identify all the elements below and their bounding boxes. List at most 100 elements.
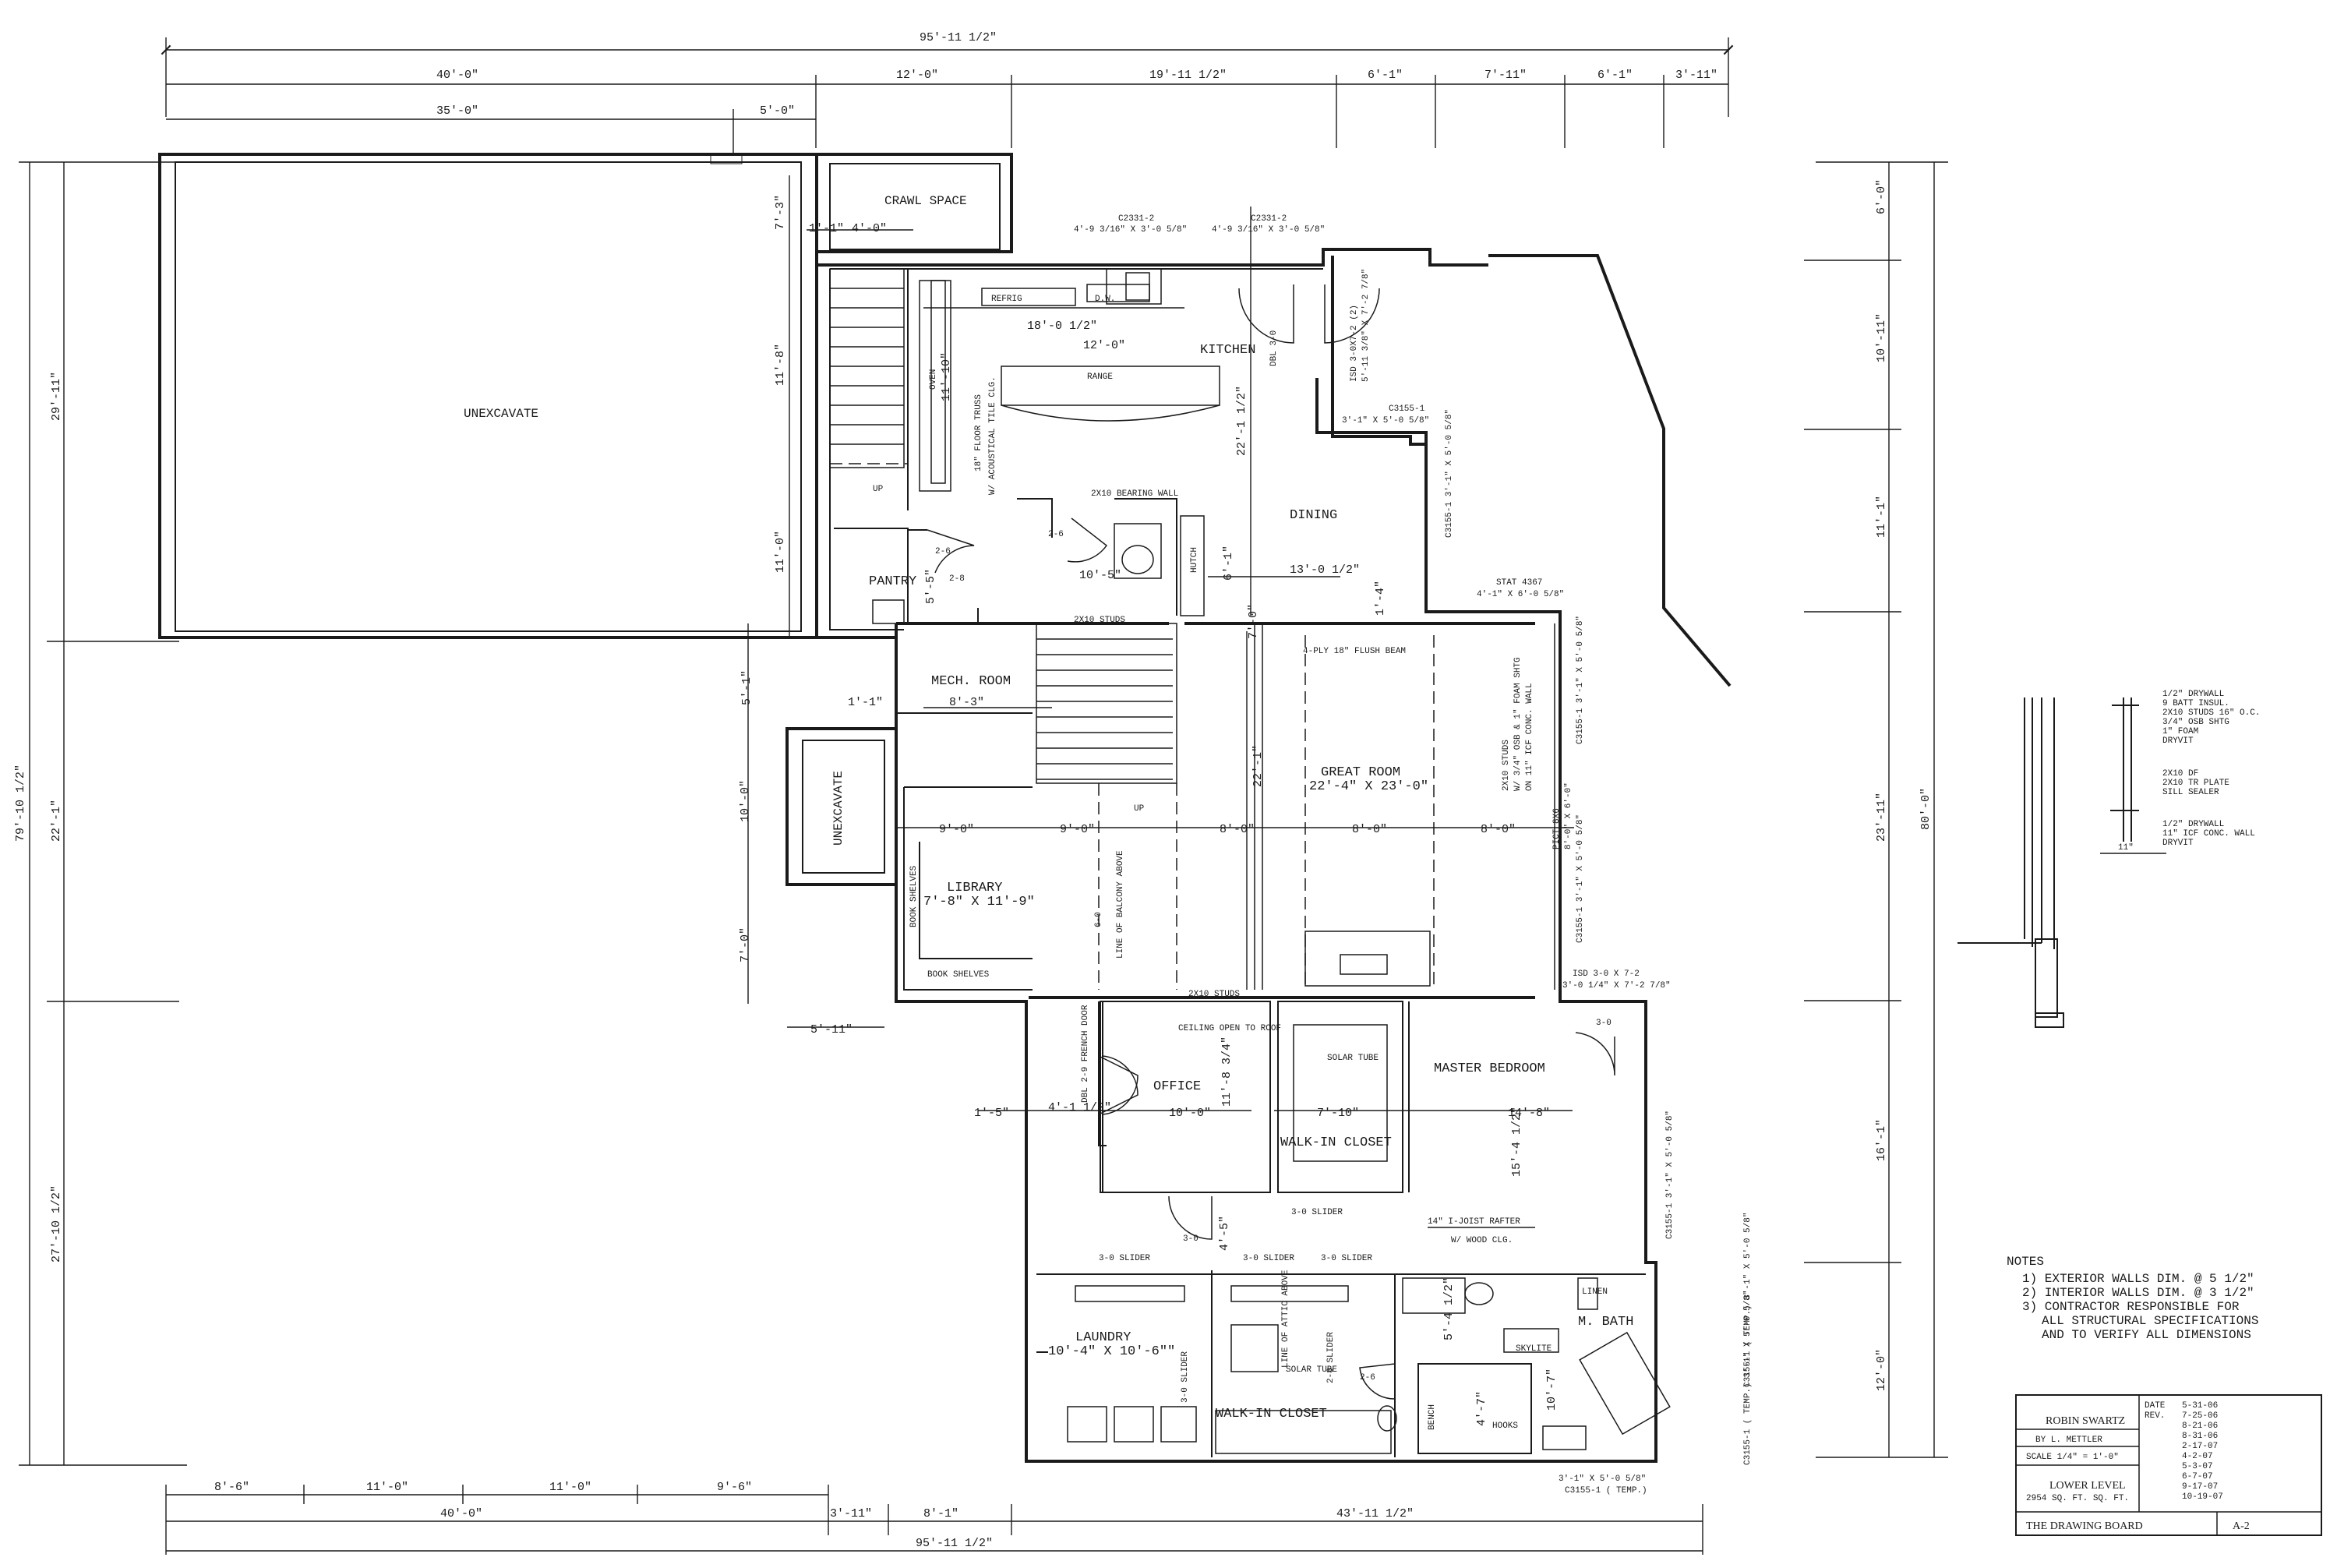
dim-7-10: 7'-10": [1317, 1107, 1359, 1120]
title-by: BY L. METTLER: [2035, 1436, 2102, 1445]
label-book-shelves-v: BOOK SHELVES: [909, 865, 919, 927]
room-laundry: LAUNDRY: [1075, 1330, 1131, 1345]
dim-12-0k: 12'-0": [1083, 339, 1125, 352]
detail-a4: 3/4" OSB SHTG: [2162, 718, 2229, 727]
dim-right-12: 12'-0": [1875, 1349, 1888, 1391]
dim-top-311: 3'-11": [1675, 69, 1717, 82]
label-dw: D.W.: [1095, 295, 1115, 304]
dim-4-0: 4'-0": [852, 222, 887, 235]
dim-10-5: 10'-5": [1079, 569, 1121, 582]
label-isd-2-size: 3'-0 1/4" X 7'-2 7/8": [1562, 981, 1671, 991]
dim-4-1: 4'-1 1/2": [1048, 1101, 1111, 1114]
label-c2331-b: C2331-2: [1251, 214, 1287, 224]
label-wall-studs: 2X10 STUDS: [1502, 740, 1511, 791]
dim-8-0c: 8'-0": [1481, 823, 1516, 836]
title-sheet: A-2: [2233, 1520, 2250, 1532]
dim-7-0v: 7'-0": [739, 927, 752, 962]
title-date-entry: 5-3-07: [2182, 1462, 2213, 1471]
detail-a6: DRYVIT: [2162, 736, 2194, 746]
label-wall-osb: W/ 3/4" OSB & 1" FOAM SHTG: [1513, 657, 1523, 791]
dim-11-8: 11'-8": [774, 344, 787, 386]
detail-b2: 2X10 TR PLATE: [2162, 779, 2229, 788]
label-joist-rafter: 14" I-JOIST RAFTER: [1428, 1217, 1520, 1227]
dim-top-19: 19'-11 1/2": [1149, 69, 1227, 82]
dim-top-12: 12'-0": [896, 69, 938, 82]
notes-item-3a: 3) CONTRACTOR RESPONSIBLE FOR: [2022, 1300, 2240, 1314]
dim-11-10: 11'-10": [940, 352, 953, 401]
dim-11-8o: 11'-8 3/4": [1220, 1037, 1234, 1107]
dim-1-4: 1'-4": [1374, 581, 1387, 616]
label-tile-clg: W/ ACOUSTICAL TILE CLG.: [988, 376, 997, 495]
label-win-r1: C3155-1 3'-1" X 5'-0 5/8": [1445, 409, 1454, 538]
label-win-r2: C3155-1 3'-1" X 5'-0 5/8": [1576, 616, 1585, 744]
label-up-2: UP: [1134, 804, 1145, 814]
label-isd-1-size: 5'-11 3/8" X 7'-2 7/8": [1361, 269, 1371, 382]
label-dbl-30: DBL 3-0: [1269, 330, 1279, 366]
walls: [158, 153, 1732, 1463]
dim-bot-11b: 11'-0": [549, 1481, 591, 1494]
room-kitchen: KITCHEN: [1200, 343, 1255, 358]
title-date-entry: 9-17-07: [2182, 1482, 2218, 1492]
title-client: ROBIN SWARTZ: [2046, 1415, 2125, 1427]
room-walk-in-closet-2: WALK-IN CLOSET: [1216, 1407, 1327, 1421]
room-mech: MECH. ROOM: [931, 674, 1011, 689]
label-slider-v: 3-0 SLIDER: [1181, 1351, 1190, 1403]
dim-right-111: 11'-1": [1875, 496, 1888, 538]
notes-item-3c: AND TO VERIFY ALL DIMENSIONS: [2042, 1328, 2251, 1342]
detail-a3: 2X10 STUDS 16" O.C.: [2162, 708, 2260, 718]
dim-top-5: 5'-0": [760, 104, 795, 118]
label-isd-1: ISD 3-0X7-2 (2): [1350, 305, 1359, 382]
title-level: LOWER LEVEL: [2049, 1480, 2126, 1492]
room-library-size: 7'-8" X 11'-9": [923, 895, 1035, 909]
label-floor-truss: 18" FLOOR TRUSS: [974, 394, 983, 471]
room-m-bath: M. BATH: [1578, 1315, 1633, 1330]
room-dining: DINING: [1290, 508, 1337, 523]
dim-left-29: 29'-11": [50, 372, 63, 421]
wall-section-detail: [1958, 697, 2166, 1028]
room-pantry: PANTRY: [869, 574, 916, 589]
room-walk-in-closet-1: WALK-IN CLOSET: [1280, 1135, 1392, 1150]
dim-7-3: 7'-3": [774, 195, 787, 230]
label-refrig: REFRIG: [991, 295, 1022, 304]
title-date-list: 5-31-067-25-068-21-068-31-062-17-074-2-0…: [2182, 1401, 2223, 1502]
label-hooks: HOOKS: [1492, 1421, 1518, 1431]
title-date-label: DATE: [2145, 1401, 2166, 1411]
label-c2331-a-size: 4'-9 3/16" X 3'-0 5/8": [1074, 225, 1187, 235]
dim-8-3: 8'-3": [949, 696, 984, 709]
dim-overall-top: 95'-11 1/2": [920, 31, 997, 44]
dim-15-4: 15'-4 1/2": [1510, 1107, 1523, 1177]
label-wall-icf: ON 11" ICF CONC. WALL: [1525, 683, 1534, 791]
label-slider-c: 3-0 SLIDER: [1321, 1254, 1372, 1263]
dim-5-4: 5'-4 1/2": [1442, 1277, 1456, 1340]
label-range: RANGE: [1087, 373, 1113, 382]
label-door-30b: 3-0: [1183, 1234, 1199, 1244]
label-c3155-bot: 3'-1" X 5'-0 5/8": [1559, 1474, 1646, 1484]
label-win-r6: C3155-1 ( TEMP.) 3'-1" X 5'-0 5/8": [1743, 1291, 1753, 1465]
title-scale: SCALE 1/4" = 1'-0": [2026, 1453, 2119, 1462]
room-unexcavate-main: UNEXCAVATE: [464, 407, 538, 421]
dim-8-0a: 8'-0": [1220, 823, 1255, 836]
dim-left-22: 22'-1": [50, 800, 63, 842]
detail-a2: 9 BATT INSUL.: [2162, 699, 2229, 708]
room-great-room-size: 22'-4" X 23'-0": [1309, 779, 1428, 794]
label-linen: LINEN: [1582, 1287, 1608, 1297]
dim-5-1a: 5'-1": [740, 670, 754, 705]
label-door-26c: 2-6: [1360, 1373, 1375, 1383]
label-c3155-top: C3155-1: [1389, 404, 1425, 414]
title-date-entry: 6-7-07: [2182, 1472, 2213, 1481]
label-slider-b: 3-0 SLIDER: [1243, 1254, 1294, 1263]
dim-top-711: 7'-11": [1484, 69, 1527, 82]
label-wood-clg: W/ WOOD CLG.: [1451, 1236, 1513, 1245]
label-balcony: LINE OF BALCONY ABOVE: [1116, 850, 1125, 959]
dim-22-1b: 22'-1": [1251, 745, 1265, 787]
title-date-entry: 7-25-06: [2182, 1411, 2218, 1421]
dim-5-5: 5'-5": [924, 569, 937, 604]
label-solar-tube-2: SOLAR TUBE: [1286, 1365, 1337, 1375]
room-library: LIBRARY: [947, 881, 1002, 895]
label-skylite: SKYLITE: [1516, 1344, 1552, 1354]
dim-bot-9-6: 9'-6": [717, 1481, 752, 1494]
dim-right-6: 6'-0": [1875, 179, 1888, 214]
title-date-entry: 8-21-06: [2182, 1421, 2218, 1431]
label-c3155-top-size: 3'-1" X 5'-0 5/8": [1342, 416, 1429, 426]
label-studs-2: 2X10 STUDS: [1188, 990, 1240, 999]
